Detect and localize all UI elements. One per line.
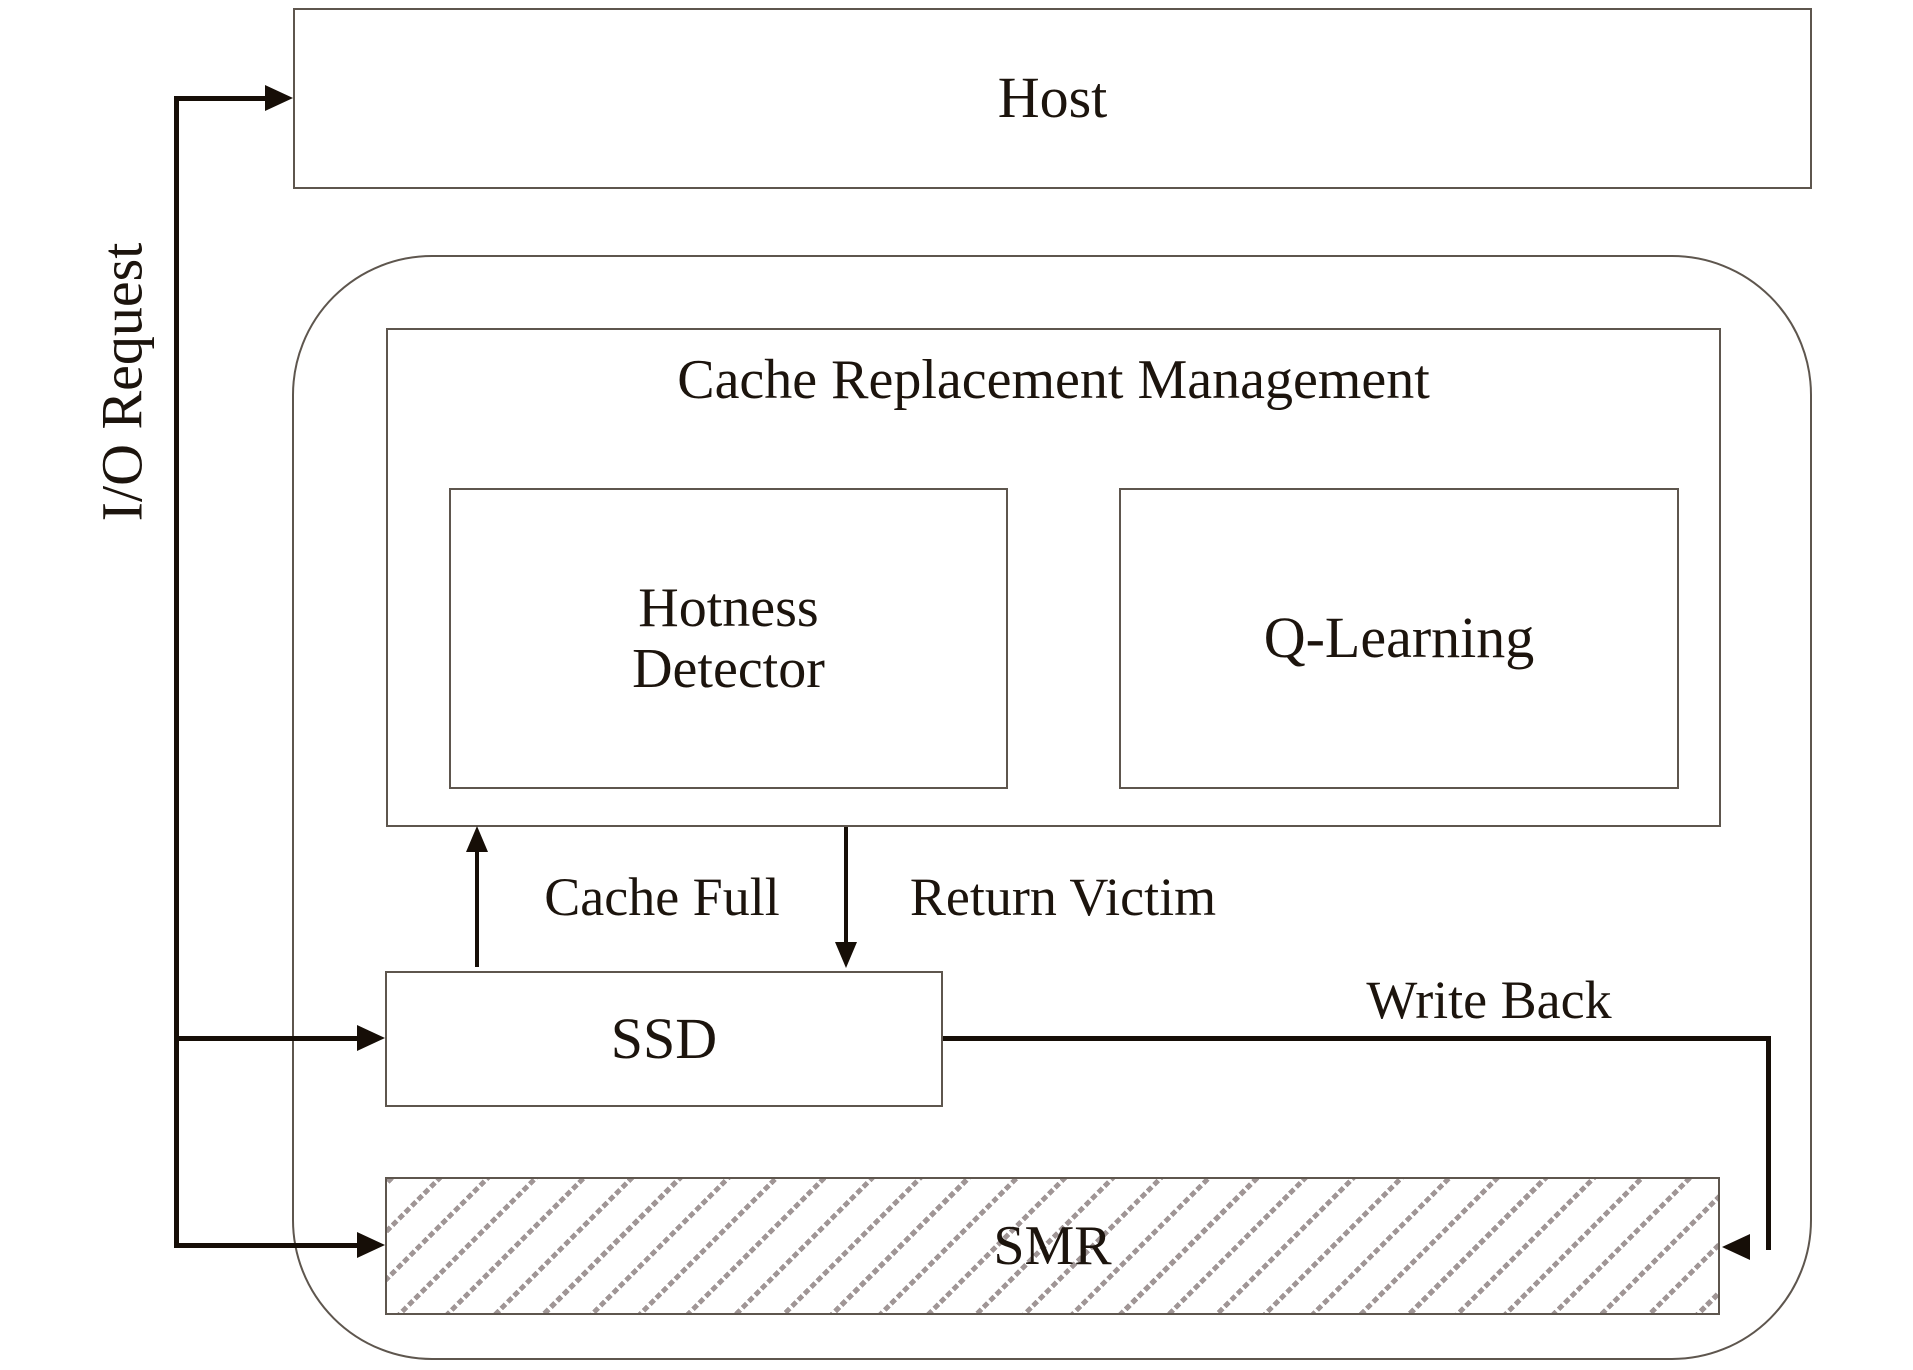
- q-learning-box: Q-Learning: [1119, 488, 1679, 789]
- write-back-arrowhead: [1722, 1234, 1750, 1260]
- write-back-line-vertical: [1766, 1036, 1771, 1250]
- io-request-arrowhead-smr: [357, 1232, 385, 1258]
- host-label: Host: [997, 65, 1108, 131]
- io-request-branch-host: [174, 96, 266, 101]
- ssd-label: SSD: [610, 1005, 718, 1071]
- cache-replacement-management-box: Cache Replacement Management Hotness Det…: [386, 328, 1721, 827]
- hotness-detector-box: Hotness Detector: [449, 488, 1008, 789]
- ssd-box: SSD: [385, 971, 943, 1107]
- io-request-branch-ssd: [174, 1036, 358, 1041]
- cache-full-label: Cache Full: [544, 867, 780, 927]
- smr-box: SMR: [385, 1177, 1720, 1315]
- cache-full-arrow: [475, 850, 479, 967]
- io-request-arrowhead-ssd: [357, 1025, 385, 1051]
- return-victim-arrow: [844, 827, 848, 943]
- smr-label: SMR: [993, 1214, 1112, 1277]
- write-back-label: Write Back: [1366, 970, 1612, 1030]
- return-victim-arrowhead: [835, 942, 857, 968]
- hotness-line-2: Detector: [632, 637, 825, 700]
- return-victim-label: Return Victim: [909, 867, 1217, 927]
- io-request-line: [174, 96, 179, 1248]
- cache-full-arrowhead: [466, 826, 488, 852]
- io-request-label: I/O Request: [89, 242, 155, 522]
- cache-replacement-management-title: Cache Replacement Management: [677, 349, 1430, 411]
- hotness-line-1: Hotness: [638, 577, 819, 640]
- host-box: Host: [293, 8, 1812, 189]
- io-request-arrowhead-host: [265, 85, 293, 111]
- io-request-branch-smr: [174, 1243, 358, 1248]
- write-back-line: [943, 1036, 1771, 1041]
- q-learning-label: Q-Learning: [1263, 605, 1535, 671]
- system-boundary: [292, 255, 1812, 1360]
- hotness-detector-label: Hotness Detector: [632, 578, 825, 699]
